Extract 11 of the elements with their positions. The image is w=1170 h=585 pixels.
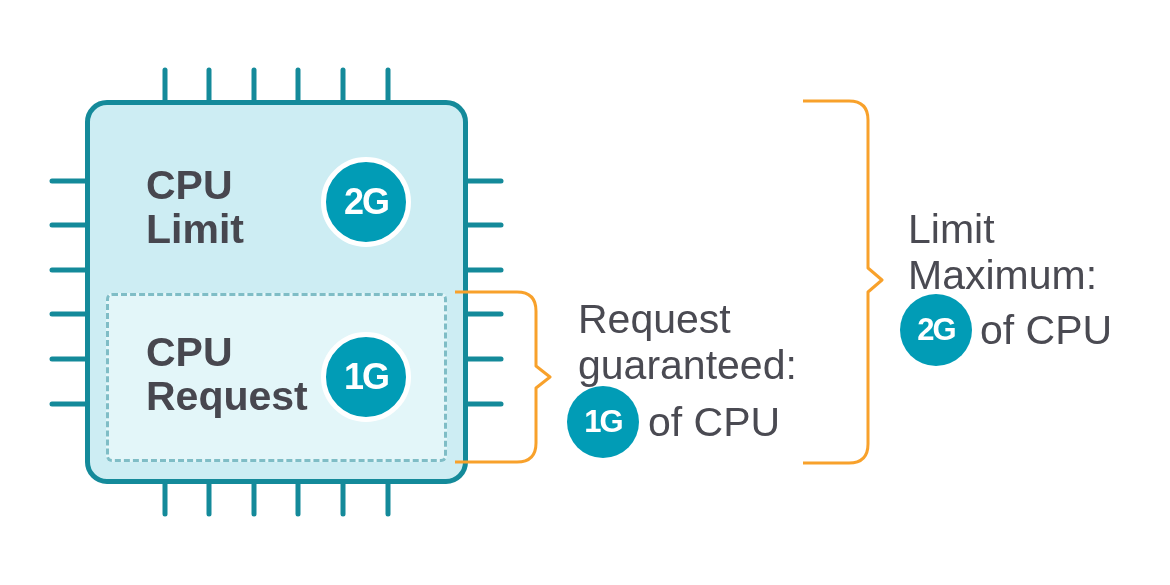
value-circle: 2G	[900, 294, 972, 366]
chip-label: CPU Limit	[146, 163, 245, 251]
cpu-chip	[85, 100, 468, 484]
value-circle: 2G	[321, 157, 411, 247]
annotation-text: of CPU	[648, 399, 781, 445]
value-circle: 1G	[321, 332, 411, 422]
value-circle: 1G	[567, 386, 639, 458]
request-area	[106, 293, 447, 462]
annotation-text: of CPU	[980, 307, 1113, 353]
annotation-text: Request guaranteed:	[578, 296, 798, 388]
area-label: CPU Request	[146, 330, 309, 418]
